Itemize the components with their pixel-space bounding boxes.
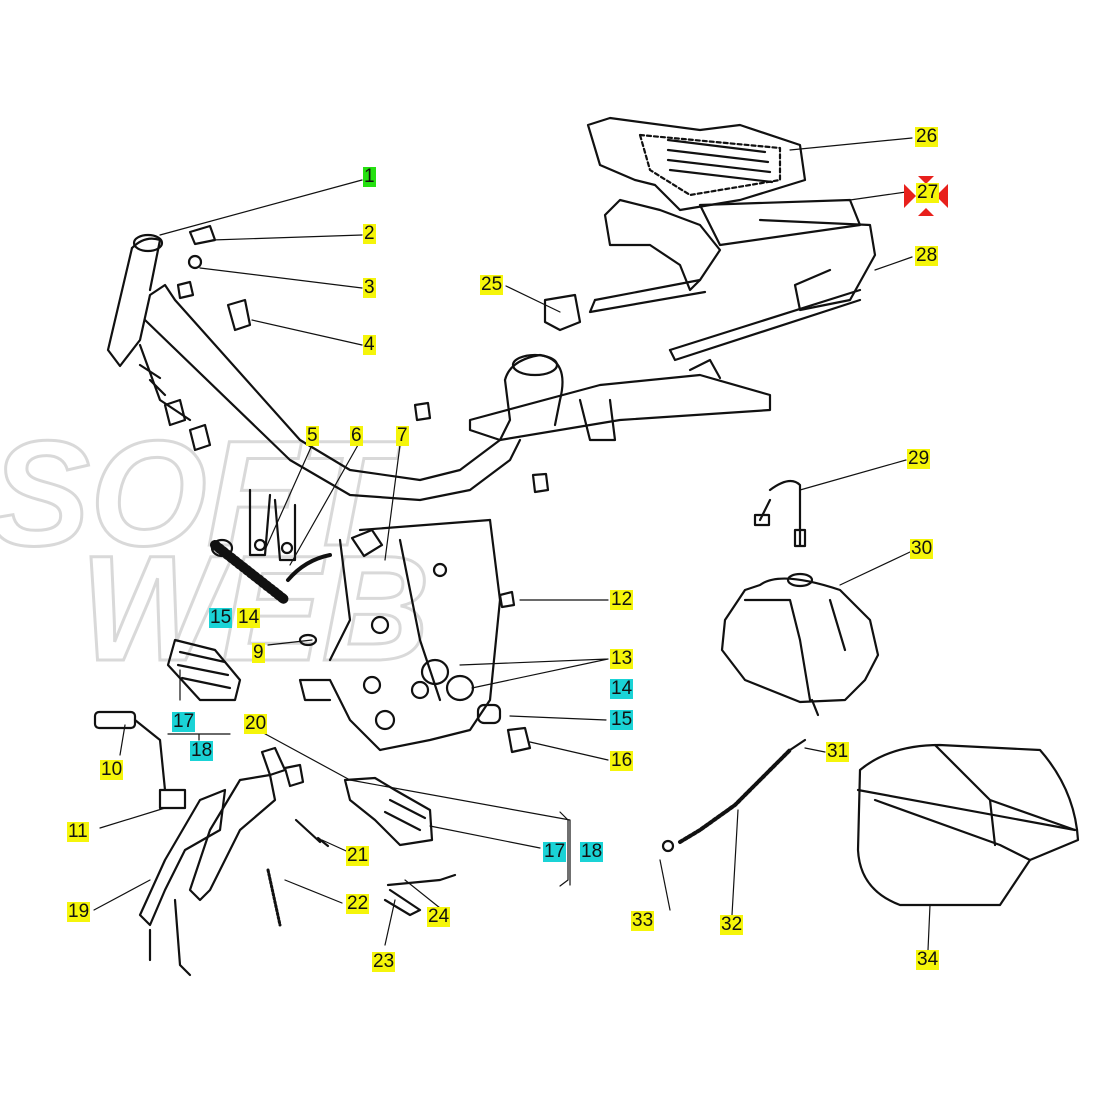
callout-18-left[interactable]: 18 bbox=[190, 740, 214, 761]
callout-2[interactable]: 2 bbox=[363, 223, 376, 244]
watermark-line1: SOFT bbox=[0, 409, 401, 577]
spindle bbox=[210, 538, 332, 605]
callout-33[interactable]: 33 bbox=[631, 910, 655, 931]
top-case bbox=[856, 743, 1080, 907]
kick-start bbox=[93, 710, 187, 810]
callout-34[interactable]: 34 bbox=[916, 949, 940, 970]
footrests bbox=[166, 638, 457, 917]
callout-31[interactable]: 31 bbox=[826, 741, 850, 762]
callout-30[interactable]: 30 bbox=[910, 538, 934, 559]
callout-14-left[interactable]: 14 bbox=[237, 607, 261, 628]
callout-28[interactable]: 28 bbox=[915, 245, 939, 266]
callout-27[interactable]: 27 bbox=[916, 182, 940, 203]
side-stand bbox=[138, 773, 282, 977]
callout-13[interactable]: 13 bbox=[610, 648, 634, 669]
callout-3[interactable]: 3 bbox=[363, 277, 376, 298]
leader-lines bbox=[93, 137, 931, 951]
rear-rack bbox=[586, 116, 877, 362]
callout-32[interactable]: 32 bbox=[720, 914, 744, 935]
callout-10[interactable]: 10 bbox=[100, 759, 124, 780]
callout-12[interactable]: 12 bbox=[610, 589, 634, 610]
frame bbox=[106, 233, 772, 752]
callout-17-right[interactable]: 17 bbox=[543, 841, 567, 862]
fuel-tank bbox=[720, 479, 880, 717]
callout-15-right[interactable]: 15 bbox=[610, 709, 634, 730]
callout-25[interactable]: 25 bbox=[480, 274, 504, 295]
callout-26[interactable]: 26 bbox=[915, 126, 939, 147]
small-parts bbox=[176, 224, 582, 848]
callout-20[interactable]: 20 bbox=[244, 713, 268, 734]
callout-6[interactable]: 6 bbox=[350, 425, 363, 446]
callout-16[interactable]: 16 bbox=[610, 750, 634, 771]
callout-17-left[interactable]: 17 bbox=[172, 711, 196, 732]
callout-21[interactable]: 21 bbox=[346, 845, 370, 866]
callout-4[interactable]: 4 bbox=[363, 334, 376, 355]
callout-7[interactable]: 7 bbox=[396, 425, 409, 446]
callout-29[interactable]: 29 bbox=[907, 448, 931, 469]
callout-18-right[interactable]: 18 bbox=[580, 841, 604, 862]
callout-22[interactable]: 22 bbox=[346, 893, 370, 914]
callout-11[interactable]: 11 bbox=[67, 821, 89, 842]
callout-5[interactable]: 5 bbox=[306, 425, 319, 446]
callout-14-right[interactable]: 14 bbox=[610, 678, 634, 699]
callout-15-left[interactable]: 15 bbox=[209, 607, 233, 628]
callout-19[interactable]: 19 bbox=[67, 901, 91, 922]
callout-24[interactable]: 24 bbox=[427, 906, 451, 927]
selected-part-marker-icon[interactable] bbox=[900, 176, 952, 216]
callout-9[interactable]: 9 bbox=[252, 642, 265, 663]
callout-1[interactable]: 1 bbox=[363, 166, 376, 187]
cable bbox=[661, 738, 807, 853]
callout-23[interactable]: 23 bbox=[372, 951, 396, 972]
